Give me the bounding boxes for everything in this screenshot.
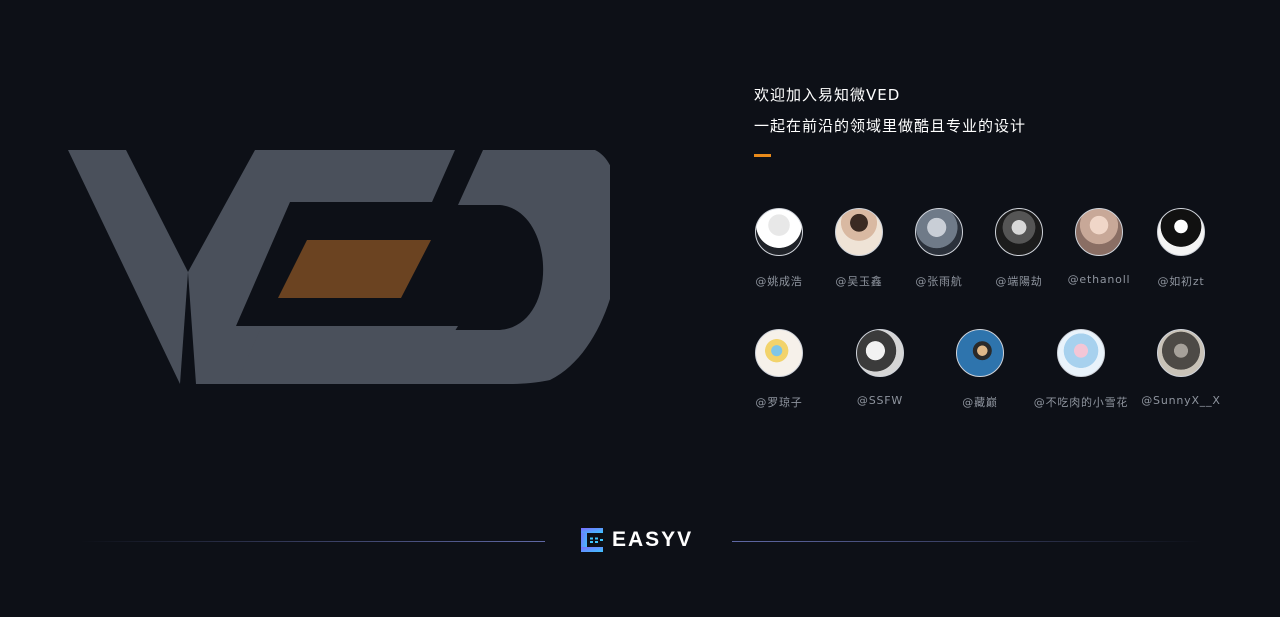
- member-card[interactable]: @张雨航: [879, 208, 999, 289]
- member-card[interactable]: @端陽劫: [959, 208, 1079, 289]
- member-handle[interactable]: @藏巅: [962, 396, 998, 409]
- member-handle[interactable]: @姚成浩: [755, 275, 803, 288]
- headline: 欢迎加入易知微VED 一起在前沿的领域里做酷且专业的设计: [754, 80, 1234, 142]
- avatar[interactable]: [1057, 329, 1105, 377]
- avatar[interactable]: [956, 329, 1004, 377]
- avatar[interactable]: [1157, 329, 1205, 377]
- footer-divider-right: [732, 541, 1202, 542]
- logo-accent-parallelogram: [278, 240, 431, 298]
- accent-bar: [754, 154, 771, 157]
- member-handle[interactable]: @罗琼子: [755, 396, 803, 409]
- avatar[interactable]: [915, 208, 963, 256]
- member-handle[interactable]: @SSFW: [856, 394, 904, 407]
- member-handle[interactable]: @SunnyX__X: [1141, 394, 1221, 407]
- headline-line-2: 一起在前沿的领域里做酷且专业的设计: [754, 117, 1027, 135]
- avatar[interactable]: [856, 329, 904, 377]
- avatar[interactable]: [1075, 208, 1123, 256]
- member-handle[interactable]: @端陽劫: [995, 275, 1043, 288]
- easyv-logo-icon: [581, 528, 603, 552]
- member-handle[interactable]: @吴玉鑫: [835, 275, 883, 288]
- member-handle[interactable]: @张雨航: [915, 275, 963, 288]
- member-card[interactable]: @藏巅: [920, 329, 1040, 410]
- ved-logo: [68, 150, 610, 384]
- member-card[interactable]: @SSFW: [820, 329, 940, 407]
- member-card[interactable]: @SunnyX__X: [1121, 329, 1241, 407]
- member-card[interactable]: @ethanoll: [1039, 208, 1159, 286]
- avatar[interactable]: [995, 208, 1043, 256]
- headline-line-1: 欢迎加入易知微VED: [754, 86, 901, 104]
- easyv-wordmark: EASYV: [612, 528, 694, 551]
- member-card[interactable]: @不吃肉的小雪花: [1021, 329, 1141, 410]
- avatar[interactable]: [755, 329, 803, 377]
- member-handle[interactable]: @不吃肉的小雪花: [1033, 396, 1129, 409]
- member-card[interactable]: @如初zt: [1121, 208, 1241, 289]
- avatar[interactable]: [1157, 208, 1205, 256]
- member-card[interactable]: @罗琼子: [719, 329, 839, 410]
- logo-v-mark: [68, 150, 458, 384]
- avatar[interactable]: [835, 208, 883, 256]
- member-handle[interactable]: @如初zt: [1157, 275, 1205, 288]
- footer-divider-left: [80, 541, 545, 542]
- member-card[interactable]: @吴玉鑫: [799, 208, 919, 289]
- member-card[interactable]: @姚成浩: [719, 208, 839, 289]
- footer-brand: EASYV: [580, 526, 693, 554]
- avatar[interactable]: [755, 208, 803, 256]
- member-handle[interactable]: @ethanoll: [1067, 273, 1131, 286]
- logo-d-mark: [236, 150, 610, 384]
